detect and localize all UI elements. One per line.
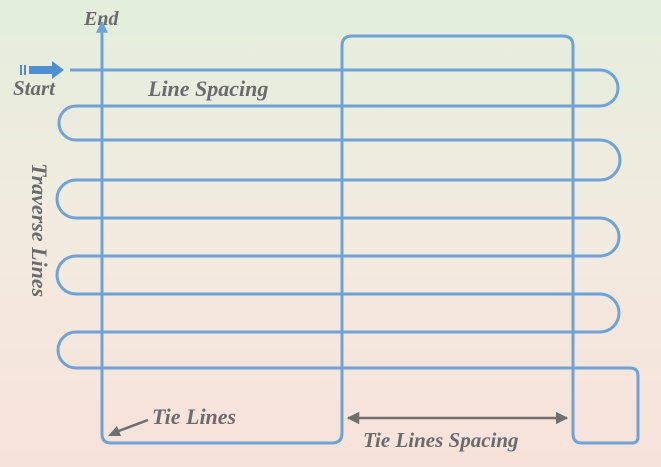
line-spacing-label: Line Spacing <box>147 76 268 101</box>
tie-lines-pointer-icon <box>108 418 149 436</box>
traverse-path <box>55 20 640 445</box>
end-label: End <box>83 8 119 30</box>
start-label: Start <box>13 76 56 100</box>
start-arrow-icon <box>20 61 64 79</box>
tie-lines-label: Tie Lines <box>152 404 236 429</box>
tie-lines-spacing-label: Tie Lines Spacing <box>363 428 519 452</box>
traverse-lines-label: Traverse Lines <box>27 163 52 297</box>
